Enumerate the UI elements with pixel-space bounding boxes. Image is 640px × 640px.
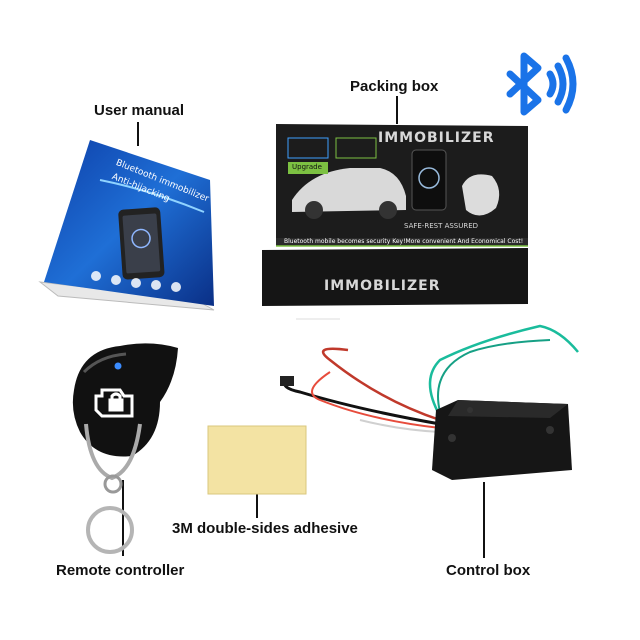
remote-leader	[122, 480, 124, 556]
box-brand-top: IMMOBILIZER	[378, 130, 495, 146]
box-slogan: Bluetooth mobile becomes security Key!Mo…	[284, 238, 524, 245]
adhesive-label: 3M double-sides adhesive	[172, 520, 358, 537]
control-box-label: Control box	[446, 562, 531, 579]
packing-box-leader	[396, 96, 398, 124]
remote-controller-label: Remote controller	[56, 562, 185, 579]
adhesive-leader	[256, 494, 258, 518]
upgrade-badge: Upgrade	[292, 163, 322, 171]
packing-box-label: Packing box	[350, 78, 439, 95]
user-manual-leader	[137, 122, 139, 146]
watermark	[296, 318, 340, 320]
user-manual-label: User manual	[94, 102, 185, 119]
control-box-leader	[483, 482, 485, 558]
safe-rest-text: SAFE-REST ASSURED	[404, 222, 479, 230]
box-brand-front: IMMOBILIZER	[324, 278, 441, 294]
